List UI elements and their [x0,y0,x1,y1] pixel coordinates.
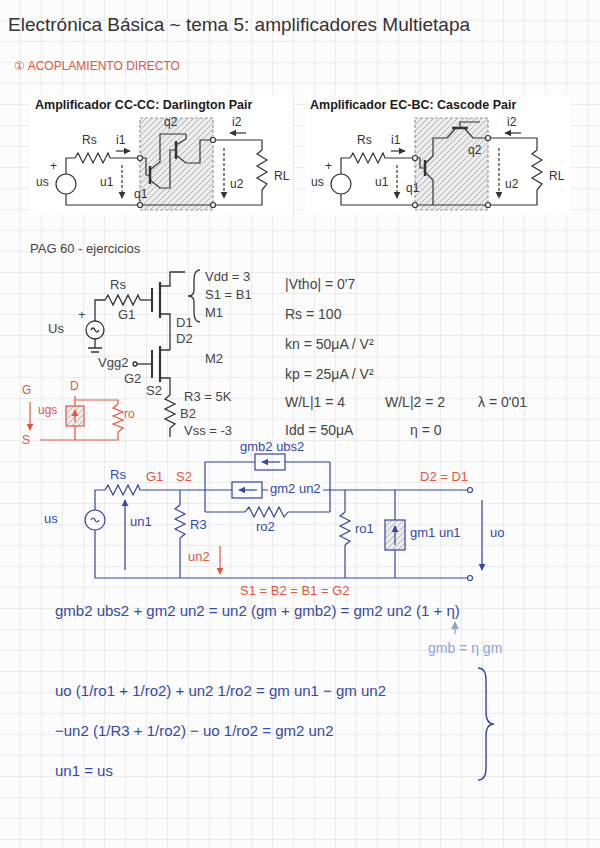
component-label: ro1 [355,522,374,537]
polarity-mark: + [50,160,57,174]
signal-label: u2 [505,178,518,192]
component-label: Rs [110,468,126,483]
pin-label: S2 [146,384,162,399]
page-title: Electrónica Básica ~ tema 5: amplificado… [8,14,470,36]
panel-heading: Amplificador EC-BC: Cascode Pair [305,95,574,115]
mosfet-model [30,396,123,440]
small-signal-circuit [85,454,482,581]
signal-label: us [36,176,49,190]
supply-label: Vss = -3 [184,424,232,439]
parameter: Rs = 100 [285,306,341,322]
pin-label: B2 [180,407,196,422]
signal-label: un1 [130,515,152,530]
component-label: Rs [357,134,372,148]
signal-label: Us [48,322,64,337]
supply-label: Vgg2 [98,356,128,371]
pin-label: D2 [176,332,193,347]
parameter: W/L|2 = 2 [385,394,445,410]
node-label: S1 = B2 = B1 = G2 [240,584,350,599]
parameter: η = 0 [410,422,442,438]
signal-label: us [311,176,324,190]
signal-label: u2 [230,178,243,192]
panel-heading: Amplificador CC-CC: Darlington Pair [30,95,296,115]
parameter: |Vtho| = 0'7 [285,276,355,292]
equation: −un2 (1/R3 + 1/ro2) − uo 1/ro2 = gm2 un2 [55,722,334,739]
signal-label: u1 [375,176,388,190]
current-label: i2 [507,116,516,130]
transistor-label: q2 [164,116,177,130]
node-label: D2 = D1 [420,470,468,485]
signal-label: us [44,512,58,527]
polarity-mark: + [78,308,86,323]
pin-label: G2 [124,372,141,387]
node-label: S1 = B1 [205,288,252,303]
transistor-label: q1 [406,182,419,196]
parameter: W/L|1 = 4 [285,394,345,410]
component-label: ro [124,408,135,422]
node-label: G1 [146,470,163,485]
pin-label: G [22,384,31,398]
signal-label: uo [490,526,504,541]
system-brace [478,668,494,780]
note: gmb = η gm [428,640,502,656]
polarity-mark: + [325,160,332,174]
component-label: Rs [82,134,97,148]
source-label: gm1 un1 [410,526,461,541]
pin-label: S [22,434,30,448]
source-label: gmb2 ubs2 [240,440,304,455]
component-label: ro2 [256,520,275,535]
equation: gmb2 ubs2 + gm2 un2 = un2 (gm + gmb2) = … [55,602,460,619]
section-heading: ① ACOPLAMIENTO DIRECTO [14,60,180,74]
parameter: λ = 0'01 [478,394,527,410]
cascode-figure [305,95,570,215]
page-note: PAG 60 - ejercicios [30,242,140,257]
transistor-label: q2 [468,144,481,158]
source-label: gm2 un2 [268,482,323,497]
transistor-label: M2 [205,352,223,367]
figure-panel: Amplificador EC-BC: Cascode Pair [305,95,574,215]
pin-label: D1 [176,316,193,331]
current-label: i1 [391,134,400,148]
component-label: RL [549,170,564,184]
pin-label: G1 [118,308,135,323]
equation: uo (1/ro1 + 1/ro2) + un2 1/ro2 = gm un1 … [55,682,386,699]
transistor-label: q1 [134,188,147,202]
parameter: kn = 50μA / V² [285,336,374,352]
darlington-figure [30,95,292,215]
parameter: Idd = 50μA [285,422,353,438]
current-label: i2 [232,116,241,130]
component-label: Rs [110,278,126,293]
signal-label: ugs [38,404,57,418]
figure-panel: Amplificador CC-CC: Darlington Pair [30,95,296,215]
transistor-label: M1 [205,306,223,321]
current-label: i1 [116,134,125,148]
signal-label: un2 [188,550,210,565]
equation: un1 = us [55,762,113,779]
component-label: R3 [190,518,207,533]
mosfet-circuit [86,270,200,437]
supply-label: Vdd = 3 [205,270,250,285]
pin-label: D [70,380,79,394]
node-label: S2 [176,470,192,485]
component-label: R3 = 5K [184,390,231,405]
parameter: kp = 25μA / V² [285,366,374,382]
component-label: RL [274,170,289,184]
pointer-arrow [454,622,455,634]
signal-label: u1 [100,176,113,190]
